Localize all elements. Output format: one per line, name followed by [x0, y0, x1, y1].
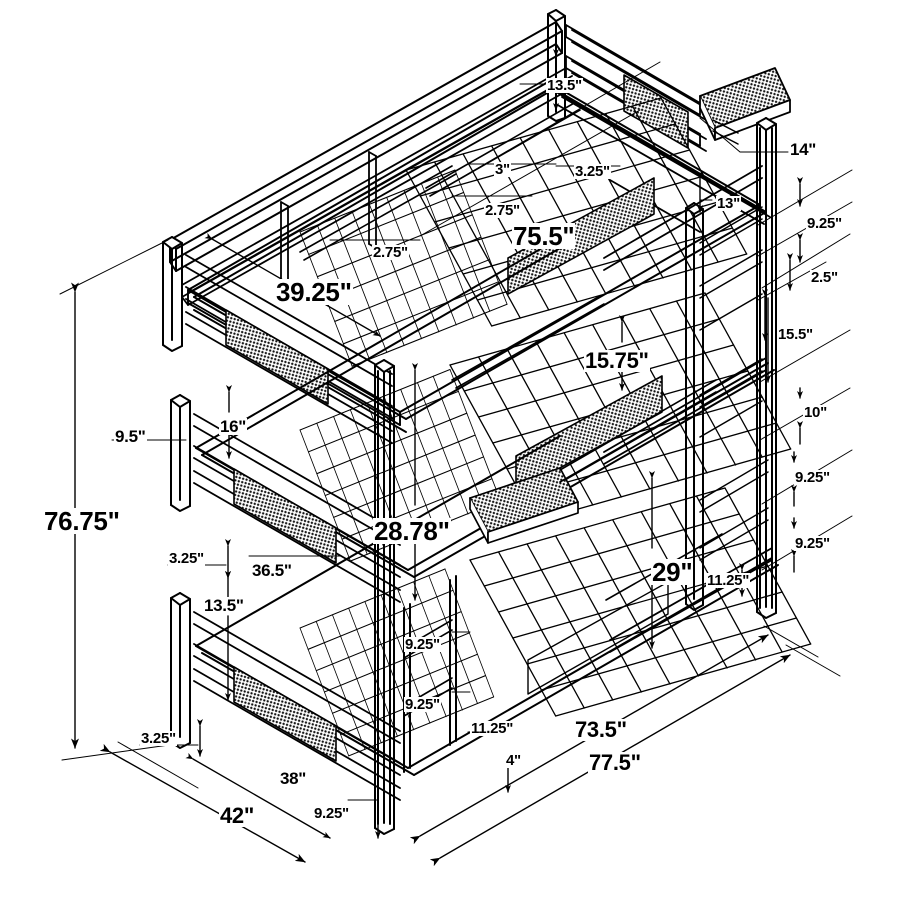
dimension-label-base-11-25-c: 11.25" [470, 720, 515, 737]
dimension-label-overall-width: 42" [219, 803, 256, 828]
dimension-label-bed-length: 75.5" [512, 221, 576, 251]
dimension-label-post-top-14: 14" [789, 140, 818, 159]
dimension-label-rail-36-5: 36.5" [251, 561, 293, 580]
dimension-label-guard-13-5-low: 13.5" [203, 596, 245, 615]
dimension-label-base-11-25-r: 11.25" [706, 572, 751, 589]
dimension-label-foot-3-25-lower: 3.25" [140, 730, 177, 747]
dimension-label-clearance-29: 29" [651, 557, 694, 587]
dimension-label-clearance-28-78: 28.78" [373, 516, 451, 546]
dimension-label-slat-2-75-b: 2.75" [372, 244, 409, 261]
dimension-label-step-9-25-r2: 9.25" [794, 469, 831, 486]
dimension-label-post-9-5: 9.5" [114, 427, 147, 446]
dimension-label-slat-3: 3" [494, 161, 511, 178]
dimension-label-gap-2-5: 2.5" [810, 269, 839, 286]
dimension-label-bed-width: 39.25" [275, 277, 353, 307]
dimension-label-step-9-25-r3: 9.25" [794, 535, 831, 552]
dimension-label-overall-height: 76.75" [43, 506, 121, 536]
dimension-label-step-9-25-c2: 9.25" [404, 696, 441, 713]
dimension-label-guard-13: 13" [716, 195, 741, 212]
dimension-label-overall-depth-outer: 77.5" [588, 750, 642, 775]
dimension-label-step-9-25-c1: 9.25" [404, 636, 441, 653]
dimension-label-rail-16: 16" [219, 417, 248, 436]
dimension-label-gap-15-5: 15.5" [777, 326, 814, 343]
dimension-label-clearance-15-75: 15.75" [584, 348, 650, 373]
dimension-label-step-9-25-r1: 9.25" [806, 215, 843, 232]
dimension-label-overall-depth-inner: 73.5" [574, 717, 628, 742]
dimension-label-slat-3-25-top: 3.25" [574, 163, 611, 180]
dimension-label-step-9-25-b1: 9.25" [313, 805, 350, 822]
dimension-label-slat-2-75-a: 2.75" [484, 202, 521, 219]
dimension-label-foot-3-25-upper: 3.25" [168, 550, 205, 567]
dimension-label-floor-gap-4: 4" [505, 752, 522, 769]
dimension-label-footprint-38: 38" [279, 769, 308, 788]
dimension-label-guard-13-5-top: 13.5" [546, 77, 583, 94]
dimension-label-gap-10: 10" [803, 404, 828, 421]
